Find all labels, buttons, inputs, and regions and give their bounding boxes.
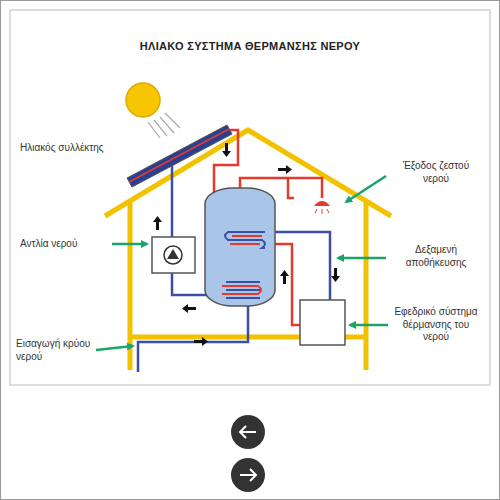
part-label: Αντλία νερού [20,238,112,251]
part-label: Ηλιακός συλλέκτης [20,142,125,155]
collector-stripe [129,129,229,182]
part-label: Δεξαμενή αποθήκευσης [390,244,482,269]
auxiliary-heater [300,300,345,345]
pump-triangle [167,249,179,259]
back-button [231,415,265,449]
storage-tank [205,188,275,306]
forward-button [231,458,265,492]
sun-rays [148,113,180,138]
shower-head [314,201,330,206]
leader-arrows [96,176,388,350]
solar-collector [127,125,232,187]
forward-icon [240,469,256,481]
part-label: Εφεδρικό σύστημα θέρμανσης του νερού [390,306,482,344]
back-icon [240,426,256,438]
part-label: Εισαγωγή κρύου νερού [16,338,96,363]
flow-arrows [153,143,340,346]
part-label: Έξοδος ζεστού νερού [390,160,482,185]
tank-coils [222,232,265,298]
shower-drops [315,209,329,214]
panel [10,10,490,385]
pump-box [152,237,195,273]
sun [126,83,160,117]
pump-symbol [164,246,182,264]
title: ΗΛΙΑΚΟ ΣΥΣΤΗΜΑ ΘΕΡΜΑΝΣΗΣ ΝΕΡΟΥ [30,40,470,52]
